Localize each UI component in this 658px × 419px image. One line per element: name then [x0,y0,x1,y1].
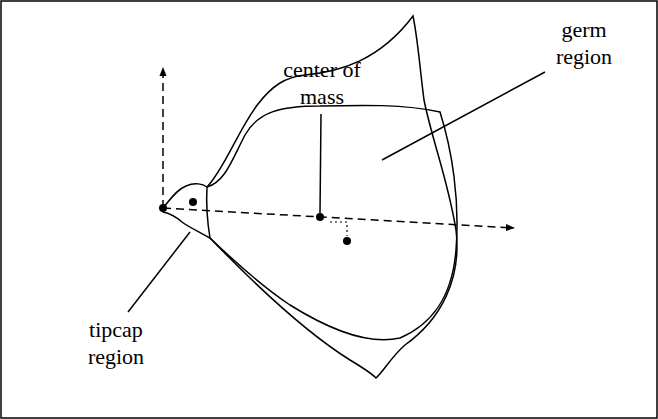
tipcap-dot [189,198,197,206]
offset-dot [343,237,351,245]
leader-line [128,232,190,312]
horizontal-axis [163,208,514,228]
center-of-mass-dot [316,213,324,221]
origin-dot [159,204,167,212]
part-label: germ region [542,16,626,70]
part-label: center of mass [272,56,372,110]
part-label: tipcap region [74,316,158,370]
offset-dotted-line [330,222,347,236]
leader-line [382,72,545,160]
kernel-outline [207,16,457,378]
vertical-axis [162,68,164,208]
leader-line [320,114,321,213]
